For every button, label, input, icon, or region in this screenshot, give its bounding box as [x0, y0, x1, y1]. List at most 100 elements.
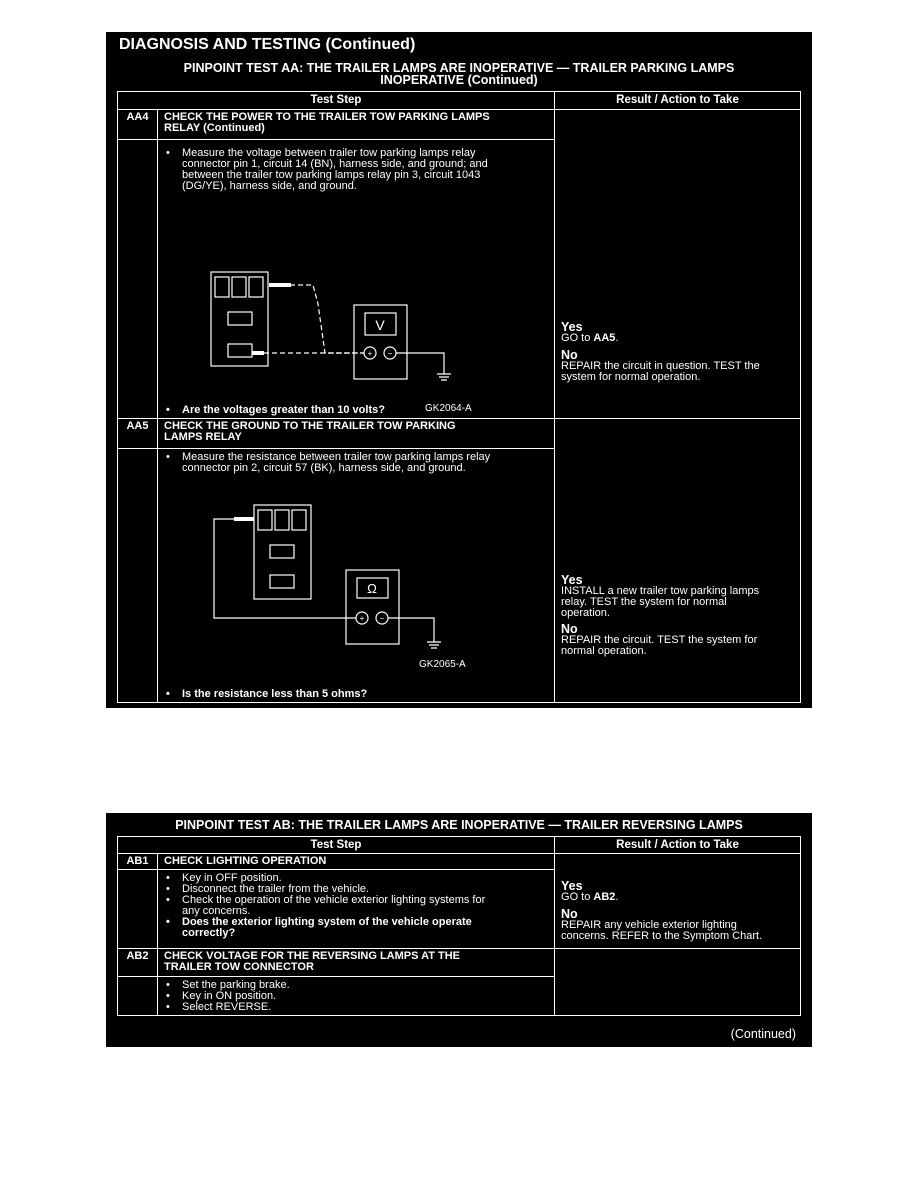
step-title-line: CHECK THE GROUND TO THE TRAILER TOW PARK… [164, 420, 456, 432]
yes-text-end: . [615, 332, 619, 344]
figure-id: GK2064-A [425, 403, 472, 414]
yes-action-line: operation. [561, 607, 610, 619]
question-bullet: Are the voltages greater than 10 volts? [158, 405, 385, 417]
step-title-line: RELAY (Continued) [164, 122, 265, 134]
step-body-aa4: Measure the voltage between trailer tow … [156, 139, 556, 419]
svg-text:+: + [360, 614, 365, 623]
instruction-bullet: Disconnect the trailer from the vehicle. [158, 884, 554, 896]
question-line: correctly? [182, 927, 236, 939]
pinpoint-table-ab: Test Step Result / Action to Take AB1 CH… [116, 836, 802, 1016]
step-code-ab1: AB1 [117, 853, 158, 870]
col-header-result: Result / Action to Take [554, 836, 802, 854]
yes-action: GO to AB2. [561, 892, 762, 903]
no-action-line: REPAIR any vehicle exterior lighting [561, 919, 737, 931]
col-header-test-step: Test Step [116, 91, 556, 110]
page-panel-ab: PINPOINT TEST AB: THE TRAILER LAMPS ARE … [106, 813, 812, 1047]
no-action-line: concerns. REFER to the Symptom Chart. [561, 930, 763, 942]
voltmeter [353, 304, 408, 380]
no-action-line: REPAIR the circuit in question. TEST the [561, 360, 760, 372]
instruction-line: connector pin 1, circuit 14 (BN), harnes… [182, 158, 488, 170]
step-code-blank [117, 869, 158, 949]
step-code-aa5: AA5 [117, 418, 158, 449]
instruction-bullet: Key in OFF position. [158, 873, 554, 885]
step-title-aa4: CHECK THE POWER TO THE TRAILER TOW PARKI… [156, 109, 556, 140]
step-code-ab2: AB2 [117, 948, 158, 977]
step-code-blank [117, 976, 158, 1016]
goto-step-aa5: AA5 [593, 332, 616, 344]
pinpoint-table-aa: Test Step Result / Action to Take AA4 CH… [116, 91, 802, 703]
pinpoint-test-title: PINPOINT TEST AB: THE TRAILER LAMPS ARE … [175, 818, 743, 832]
col-header-result: Result / Action to Take [554, 91, 802, 110]
step-title-aa5: CHECK THE GROUND TO THE TRAILER TOW PARK… [156, 418, 556, 449]
question-line: Does the exterior lighting system of the… [182, 916, 472, 928]
result-cell-ab2 [554, 948, 802, 1016]
svg-text:−: − [380, 614, 385, 623]
instruction-bullet: Set the parking brake. [158, 980, 554, 992]
step-code-blank [117, 139, 158, 419]
step-title-line: TRAILER TOW CONNECTOR [164, 961, 314, 973]
step-title-line: CHECK VOLTAGE FOR THE REVERSING LAMPS AT… [164, 950, 460, 962]
no-action-line: normal operation. [561, 645, 647, 657]
pinpoint-test-title: PINPOINT TEST AA: THE TRAILER LAMPS ARE … [106, 61, 812, 87]
svg-text:+: + [368, 349, 373, 358]
yes-text-end: . [615, 891, 619, 903]
result-cell-ab1: Yes GO to AB2. No REPAIR any vehicle ext… [554, 853, 802, 949]
instruction-line: any concerns. [182, 905, 251, 917]
step-body-ab1: Key in OFF position. Disconnect the trai… [156, 869, 556, 949]
meter-symbol: V [375, 317, 385, 333]
no-label: No [561, 622, 578, 636]
result-cell-aa4: Yes GO to AA5. No REPAIR the circuit in … [554, 109, 802, 419]
col-header-test-step: Test Step [116, 836, 556, 854]
result-aa5: Yes INSTALL a new trailer tow parking la… [555, 419, 800, 672]
section-header: DIAGNOSIS AND TESTING (Continued) [119, 36, 416, 53]
instruction-bullet: Key in ON position. [158, 991, 554, 1003]
yes-text: GO to [561, 891, 594, 903]
instruction-bullet: Check the operation of the vehicle exter… [158, 895, 554, 917]
instruction-line: Measure the resistance between trailer t… [182, 451, 491, 463]
instruction-line: Measure the voltage between trailer tow … [182, 147, 476, 159]
instruction-bullet: Measure the resistance between trailer t… [158, 452, 554, 474]
step-title-ab2: CHECK VOLTAGE FOR THE REVERSING LAMPS AT… [156, 948, 556, 977]
result-ab1: Yes GO to AB2. No REPAIR any vehicle ext… [555, 854, 800, 942]
instruction-line: between the trailer tow parking lamps re… [182, 169, 481, 181]
title-line-2: INOPERATIVE (Continued) [380, 73, 538, 87]
svg-text:−: − [388, 349, 393, 358]
step-body-ab2: Set the parking brake. Key in ON positio… [156, 976, 556, 1016]
step-title-ab1: CHECK LIGHTING OPERATION [156, 853, 556, 870]
relay-connector [253, 504, 312, 600]
relay-connector [210, 271, 269, 367]
page-panel-aa: DIAGNOSIS AND TESTING (Continued) PINPOI… [106, 32, 812, 708]
instruction-line: connector pin 2, circuit 57 (BK), harnes… [182, 462, 466, 474]
step-title-line: CHECK THE POWER TO THE TRAILER TOW PARKI… [164, 111, 490, 123]
step-body-aa5: Measure the resistance between trailer t… [156, 448, 556, 703]
yes-text: GO to [561, 332, 594, 344]
figure-id: GK2065-A [419, 659, 466, 670]
yes-label: Yes [561, 879, 583, 893]
continued-label: (Continued) [730, 1027, 796, 1041]
question-bullet: Does the exterior lighting system of the… [158, 917, 554, 939]
instruction-bullet: Measure the voltage between trailer tow … [158, 148, 554, 192]
ohmmeter-diagram: Ω + − GK2065-A [213, 504, 466, 670]
meter-symbol: Ω [367, 581, 377, 596]
voltmeter-diagram: V + − GK2064-A [210, 271, 472, 414]
instruction-line: Check the operation of the vehicle exter… [182, 894, 486, 906]
step-title-line: LAMPS RELAY [164, 431, 242, 443]
no-label: No [561, 348, 578, 362]
no-label: No [561, 907, 578, 921]
yes-action-line: INSTALL a new trailer tow parking lamps [561, 585, 760, 597]
question-bullet: Is the resistance less than 5 ohms? [158, 689, 367, 701]
yes-action-line: relay. TEST the system for normal [561, 596, 727, 608]
yes-label: Yes [561, 320, 583, 334]
result-cell-aa5: Yes INSTALL a new trailer tow parking la… [554, 418, 802, 703]
instruction-bullet: Select REVERSE. [158, 1002, 554, 1014]
no-action-line: system for normal operation. [561, 371, 701, 383]
yes-label: Yes [561, 573, 583, 587]
yes-action: GO to AA5. [561, 333, 760, 344]
title-line-1: PINPOINT TEST AA: THE TRAILER LAMPS ARE … [183, 61, 735, 75]
ohmmeter [345, 569, 400, 645]
instruction-line: (DG/YE), harness side, and ground. [182, 180, 357, 192]
step-code-aa4: AA4 [117, 109, 158, 140]
no-action-line: REPAIR the circuit. TEST the system for [561, 634, 758, 646]
goto-step-ab2: AB2 [593, 891, 616, 903]
step-code-blank [117, 448, 158, 703]
